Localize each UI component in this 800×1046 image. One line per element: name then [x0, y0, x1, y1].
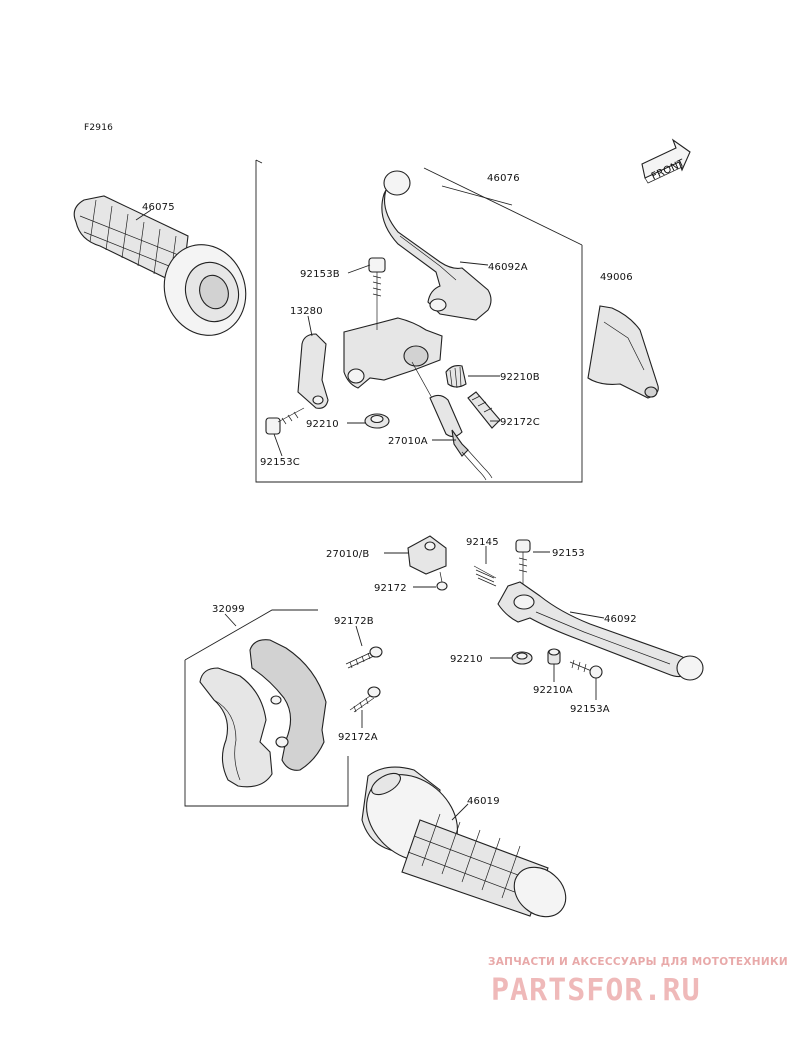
label-46076: 46076: [487, 173, 520, 184]
label-46075: 46075: [142, 202, 175, 213]
adjuster-92210B: [445, 365, 467, 389]
screw-92172C: [467, 391, 501, 429]
label-92145: 92145: [466, 537, 499, 548]
watermark-tagline: ЗАПЧАСТИ И АКСЕССУАРЫ ДЛЯ МОТОТЕХНИКИ: [488, 956, 788, 968]
label-92210A: 92210A: [533, 685, 573, 696]
watermark-brand: PARTSFOR.RU: [491, 973, 701, 1008]
bolt-92153C: [265, 407, 305, 435]
bracket-13280: [297, 333, 329, 409]
bolt-92153B: [368, 257, 386, 310]
throttle-case-box: [184, 609, 349, 807]
label-92172B: 92172B: [334, 616, 374, 627]
left-grip-46075: [73, 195, 247, 336]
label-92210: 92210: [306, 419, 339, 430]
clutch-lever-46076: [381, 170, 492, 321]
label-92210-lower: 92210: [450, 654, 483, 665]
screw-92172A: [349, 686, 381, 713]
right-grip-46019: [361, 766, 567, 918]
watermark: ЗАПЧАСТИ И АКСЕССУАРЫ ДЛЯ МОТОТЕХНИКИ PA…: [488, 956, 788, 1008]
label-49006: 49006: [600, 272, 633, 283]
label-27010A: 27010A: [388, 436, 428, 447]
collar-92210A: [547, 648, 561, 665]
label-92153C: 92153C: [260, 457, 300, 468]
brake-lever-46092: [497, 581, 704, 681]
nut-92210: [364, 413, 390, 429]
label-46092A: 46092A: [488, 262, 528, 273]
label-92153A: 92153A: [570, 704, 610, 715]
bolt-92153: [515, 539, 531, 584]
label-92153: 92153: [552, 548, 585, 559]
label-13280: 13280: [290, 306, 323, 317]
bolt-92153A: [569, 659, 603, 679]
label-92153B: 92153B: [300, 269, 340, 280]
nut-92210-lower: [511, 651, 533, 665]
label-92172C: 92172C: [500, 417, 540, 428]
screw-92172B: [345, 646, 383, 669]
front-arrow: FRONT: [641, 138, 691, 184]
label-92172A: 92172A: [338, 732, 378, 743]
switch-27010B: [407, 535, 447, 583]
label-27010B: 27010/B: [326, 549, 369, 560]
label-92210B: 92210B: [500, 372, 540, 383]
lever-assembly-box: [255, 159, 583, 483]
label-92172: 92172: [374, 583, 407, 594]
switch-27010A: [411, 361, 493, 481]
lever-cover-49006: [587, 305, 659, 399]
spring-92145: [473, 565, 497, 587]
screw-92172: [436, 581, 448, 591]
throttle-case-32099: [199, 639, 327, 788]
label-46019: 46019: [467, 796, 500, 807]
label-46092: 46092: [604, 614, 637, 625]
label-32099: 32099: [212, 604, 245, 615]
figure-code: F2916: [84, 123, 113, 133]
lever-holder: [343, 310, 443, 389]
